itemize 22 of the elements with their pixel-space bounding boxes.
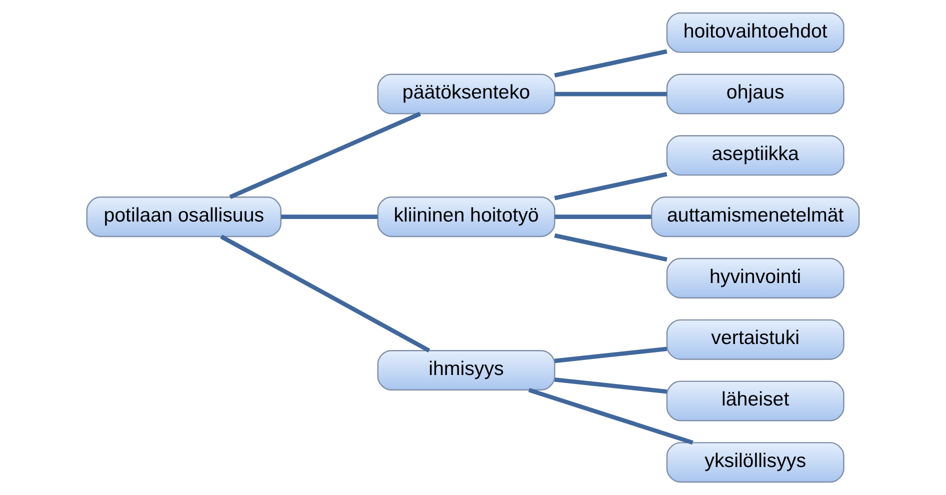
connector: [554, 92, 667, 96]
connector: [554, 214, 652, 219]
node-box: läheiset: [666, 380, 844, 422]
connector: [554, 233, 668, 262]
connector: [554, 377, 668, 394]
node-box: hyvinvointi: [666, 258, 844, 298]
node-box: potilaan osallisuus: [86, 196, 282, 238]
connector: [229, 112, 422, 200]
connector: [554, 346, 668, 364]
connector: [220, 234, 430, 352]
node-box: päätöksenteko: [377, 74, 556, 114]
node-box: hoitovaihtoehdot: [666, 12, 844, 53]
connector: [554, 172, 668, 200]
node-box: ohjaus: [666, 74, 844, 114]
node-box: kliininen hoitotyö: [377, 196, 556, 238]
node-box: aseptiikka: [666, 135, 844, 176]
node-box: auttamismenetelmät: [651, 196, 860, 238]
connector: [554, 49, 668, 78]
connector: [281, 214, 378, 219]
node-box: ihmisyys: [377, 350, 556, 391]
node-box: vertaistuki: [666, 319, 844, 360]
node-box: yksilöllisyys: [666, 442, 844, 483]
